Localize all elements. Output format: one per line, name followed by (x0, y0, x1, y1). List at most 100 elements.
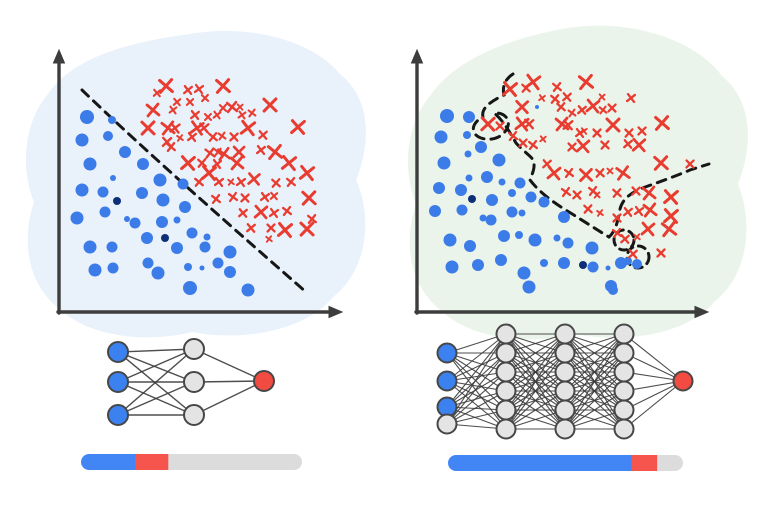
blue-dot (75, 133, 89, 147)
red-cross (623, 139, 633, 149)
network-edge (446, 352, 507, 392)
blue-dot (437, 156, 451, 170)
red-cross (186, 131, 198, 143)
red-cross (577, 73, 595, 91)
bar-segment-gray (657, 455, 683, 471)
red-cross (198, 122, 210, 134)
red-cross (158, 78, 174, 94)
blue-dot (558, 211, 570, 223)
network-node-blue (436, 370, 458, 392)
blue-dot (129, 217, 141, 229)
network-edge (564, 371, 625, 430)
red-cross (556, 102, 566, 112)
bar-segment-red (135, 454, 170, 470)
red-cross (203, 112, 213, 122)
blue-dot (99, 206, 111, 218)
blue-dot (535, 105, 539, 109)
blue-dot (463, 131, 471, 139)
x-axis-arrowhead (694, 305, 710, 319)
red-cross (236, 103, 244, 111)
blue-dot (475, 141, 487, 153)
network-node-gray (613, 418, 635, 440)
red-cross (271, 178, 281, 188)
blue-dot (522, 280, 536, 294)
red-cross (253, 204, 269, 220)
network-node-gray (183, 338, 205, 360)
red-cross (194, 177, 204, 187)
network-node-gray (495, 342, 517, 364)
red-cross (598, 93, 606, 101)
network-node-blue (436, 342, 458, 364)
network-edge (446, 333, 507, 382)
red-cross (210, 193, 222, 205)
red-cross (247, 172, 261, 186)
panel-simple-model (25, 31, 366, 470)
red-cross (200, 93, 210, 103)
red-cross (633, 233, 641, 241)
blue-dot (83, 240, 97, 254)
blue-dot (433, 182, 445, 194)
network-node-gray (613, 342, 635, 364)
network-edge (193, 380, 265, 416)
network-node-gray (554, 342, 576, 364)
red-cross (518, 138, 528, 148)
panel-complex-model (407, 25, 748, 471)
blue-dot (615, 257, 627, 269)
blue-dot (508, 189, 516, 197)
progress-bar (448, 455, 683, 471)
blue-dot (156, 193, 170, 207)
blue-dot (108, 116, 116, 124)
red-cross (567, 142, 577, 152)
network-edge (117, 351, 195, 383)
red-cross (685, 159, 695, 169)
red-cross (268, 207, 280, 219)
network-node-blue (107, 371, 129, 393)
red-cross (611, 227, 623, 239)
network-edge (623, 352, 684, 382)
blue-dot (463, 111, 475, 123)
blue-dot (186, 227, 198, 239)
blue-dot (443, 233, 457, 247)
blue-dot (495, 254, 507, 266)
blue-dot (184, 263, 192, 271)
blue-dot (83, 157, 97, 171)
bar-segment-red (631, 455, 659, 471)
network-node-gray (554, 399, 576, 421)
blue-dot (455, 184, 467, 196)
red-cross (172, 97, 182, 107)
blue-dot (632, 259, 642, 269)
red-cross (640, 221, 656, 237)
red-cross (637, 126, 647, 136)
network-edge (446, 352, 507, 425)
red-cross (197, 158, 207, 168)
red-cross (140, 120, 156, 136)
red-cross (596, 209, 604, 217)
network-edge (564, 333, 625, 373)
red-cross (546, 165, 562, 181)
red-cross (218, 103, 228, 113)
network-edge (564, 352, 625, 430)
network-edge (505, 333, 566, 373)
red-cross (280, 154, 298, 172)
red-cross (215, 78, 231, 94)
blue-dot (481, 171, 493, 183)
blue-dot (141, 232, 153, 244)
red-cross (579, 168, 593, 182)
red-cross (514, 99, 530, 115)
blue-dot (485, 214, 497, 226)
network-edge (446, 371, 507, 408)
red-cross (247, 108, 257, 118)
red-cross (301, 190, 317, 206)
red-cross (235, 176, 247, 188)
blue-dot (173, 216, 181, 224)
red-cross (527, 139, 539, 151)
axes (52, 48, 344, 319)
red-cross (585, 98, 601, 114)
blue-dot (562, 237, 574, 249)
blue-dot (498, 178, 506, 186)
network-node-red (253, 370, 275, 392)
red-cross (656, 248, 666, 258)
blue-dot (137, 158, 149, 170)
red-cross (552, 82, 562, 92)
